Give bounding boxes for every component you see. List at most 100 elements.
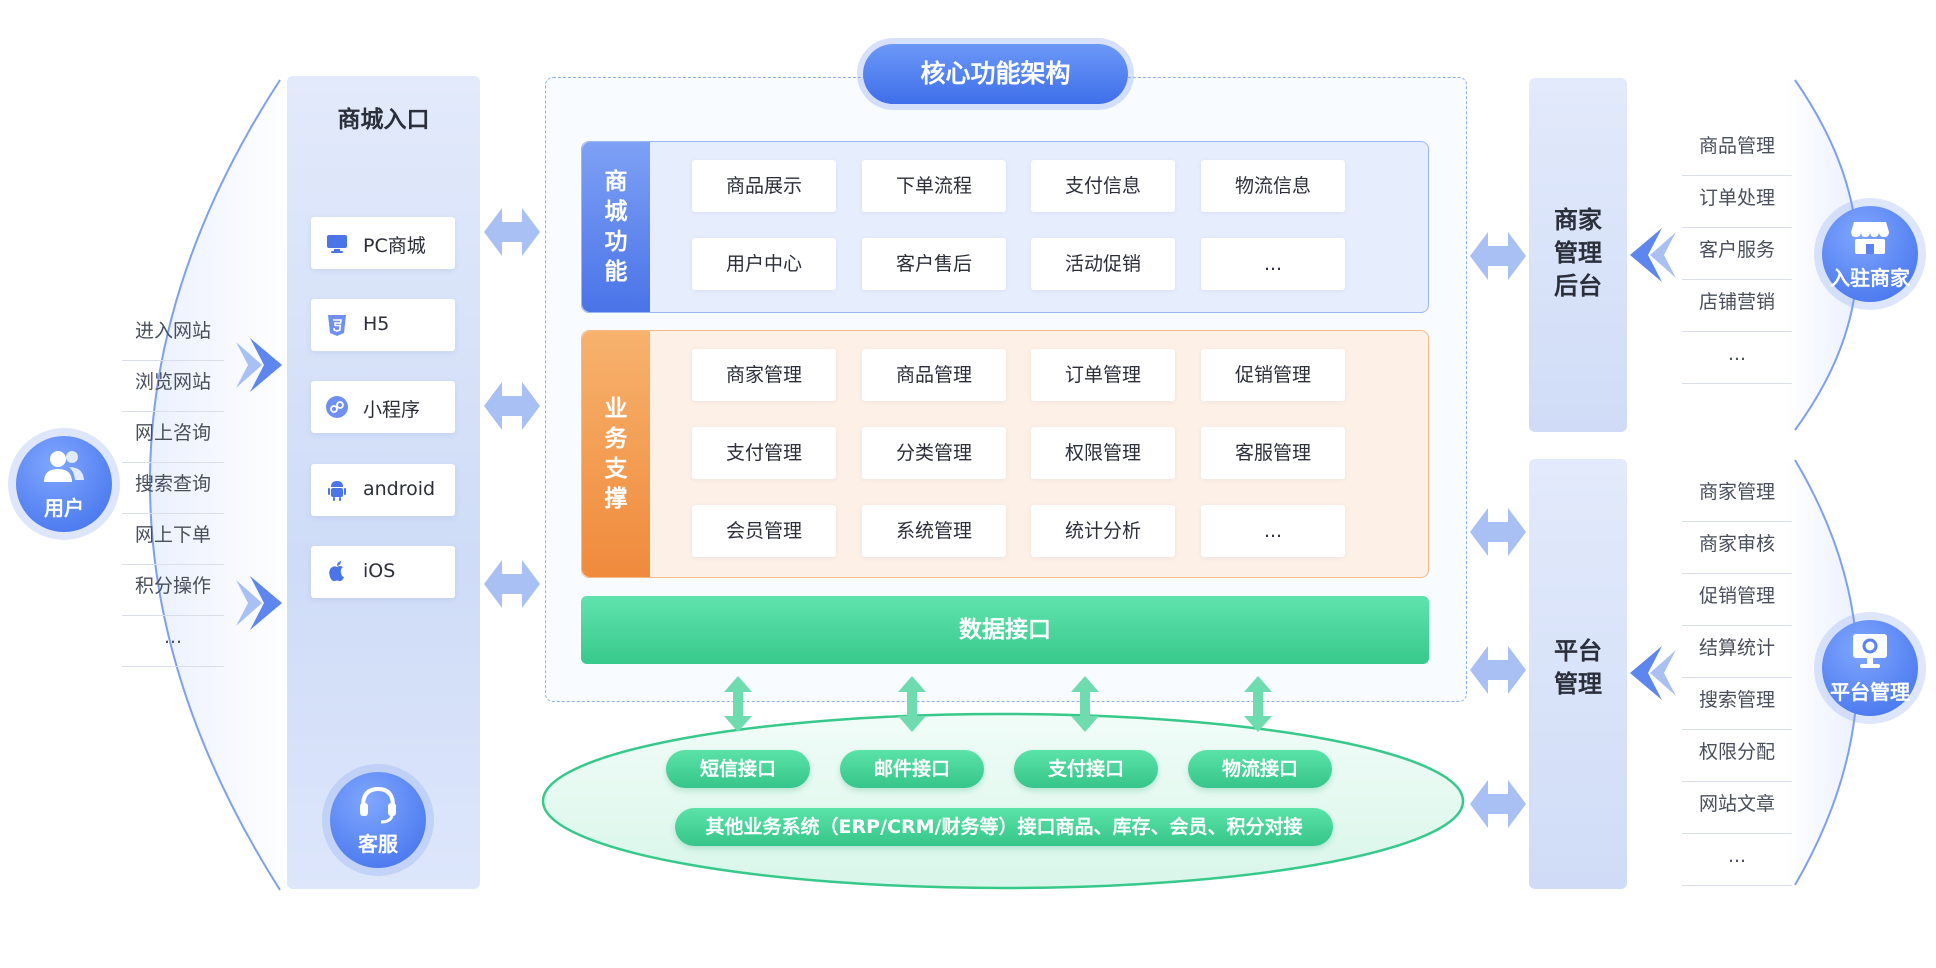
sms-interface: 短信接口	[666, 750, 810, 788]
list-item: 积分操作	[122, 565, 224, 616]
platform-role-label: 平台管理	[1830, 680, 1910, 704]
apple-icon	[329, 561, 344, 582]
double-arrow-icon	[484, 382, 540, 430]
logistics-interface: 物流接口	[1188, 750, 1332, 788]
list-item: ...	[122, 616, 224, 667]
list-item: ...	[1682, 834, 1792, 886]
mall-functions-label: 商城功能	[582, 142, 650, 312]
vertical-double-arrow-icon	[1071, 676, 1099, 732]
platform-admin-panel: 平台管理	[1529, 459, 1627, 889]
user-label: 用户	[44, 496, 84, 520]
channel-label: PC商城	[363, 235, 426, 257]
customer-service-badge[interactable]: 客服	[330, 772, 426, 868]
channel-label: H5	[363, 313, 390, 335]
payment-interface: 支付接口	[1014, 750, 1158, 788]
function-card: 支付管理	[692, 427, 836, 479]
function-card: 促销管理	[1201, 349, 1345, 401]
merchant-backend-title: 商家管理后台	[1554, 206, 1602, 300]
channel-pc[interactable]: PC商城	[311, 217, 455, 269]
function-card: 商家管理	[692, 349, 836, 401]
function-card: 支付信息	[1031, 160, 1175, 212]
double-arrow-icon	[1470, 780, 1526, 828]
platform-admin-list: 商家管理 商家审核 促销管理 结算统计 搜索管理 权限分配 网站文章 ...	[1682, 470, 1792, 886]
double-arrow-icon	[484, 560, 540, 608]
platform-admin-title: 平台管理	[1554, 637, 1602, 698]
channel-label: android	[363, 478, 436, 500]
list-item: 店铺营销	[1682, 280, 1792, 332]
function-card: 物流信息	[1201, 160, 1345, 212]
function-card: 商品展示	[692, 160, 836, 212]
function-card: 会员管理	[692, 505, 836, 557]
list-item: 浏览网站	[122, 361, 224, 412]
mini-program-icon	[326, 396, 348, 418]
function-card: ...	[1201, 238, 1345, 290]
vertical-double-arrow-icon	[898, 676, 926, 732]
android-icon	[328, 481, 346, 501]
double-arrow-icon	[1470, 646, 1526, 694]
other-systems-interface: 其他业务系统（ERP/CRM/财务等）接口商品、库存、会员、积分对接	[675, 808, 1333, 846]
function-card: 商品管理	[862, 349, 1006, 401]
list-item: 搜索管理	[1682, 678, 1792, 730]
list-item: 网上咨询	[122, 412, 224, 463]
double-arrow-icon	[1470, 232, 1526, 280]
function-card: 分类管理	[862, 427, 1006, 479]
user-action-list: 进入网站 浏览网站 网上咨询 搜索查询 网上下单 积分操作 ...	[122, 310, 224, 667]
list-item: 订单处理	[1682, 176, 1792, 228]
channel-mini-program[interactable]: 小程序	[311, 381, 455, 433]
customer-service-label: 客服	[358, 832, 398, 856]
list-item: ...	[1682, 332, 1792, 384]
channel-label: iOS	[363, 560, 396, 582]
vertical-double-arrow-icon	[724, 676, 752, 732]
function-card: 订单管理	[1031, 349, 1175, 401]
users-icon	[44, 451, 84, 482]
headset-icon	[360, 786, 396, 824]
function-card: 权限管理	[1031, 427, 1175, 479]
data-interface-bar: 数据接口	[581, 596, 1429, 664]
function-card: 下单流程	[862, 160, 1006, 212]
right-arrow-icon	[236, 576, 282, 630]
double-arrow-icon	[1470, 508, 1526, 556]
merchant-role-badge: 入驻商家	[1822, 206, 1918, 302]
merchant-backend-panel: 商家管理后台	[1529, 78, 1627, 432]
channel-android[interactable]: android	[311, 464, 455, 516]
admin-monitor-icon	[1853, 634, 1887, 668]
list-item: 搜索查询	[122, 463, 224, 514]
function-card: 用户中心	[692, 238, 836, 290]
list-item: 结算统计	[1682, 626, 1792, 678]
core-architecture-title: 核心功能架构	[863, 44, 1128, 104]
monitor-icon	[327, 235, 347, 253]
list-item: 促销管理	[1682, 574, 1792, 626]
function-card: 系统管理	[862, 505, 1006, 557]
list-item: 权限分配	[1682, 730, 1792, 782]
business-support-group: 业务支撑 商家管理 商品管理 订单管理 促销管理 支付管理 分类管理 权限管理 …	[581, 330, 1429, 578]
list-item: 商品管理	[1682, 124, 1792, 176]
left-arrow-icon	[1630, 228, 1676, 282]
list-item: 商家审核	[1682, 522, 1792, 574]
channel-h5[interactable]: H5	[311, 299, 455, 351]
list-item: 进入网站	[122, 310, 224, 361]
channel-ios[interactable]: iOS	[311, 546, 455, 598]
user-badge: 用户	[16, 436, 112, 532]
store-icon	[1851, 222, 1889, 254]
list-item: 网上下单	[122, 514, 224, 565]
email-interface: 邮件接口	[840, 750, 984, 788]
list-item: 网站文章	[1682, 782, 1792, 834]
vertical-double-arrow-icon	[1244, 676, 1272, 732]
interface-ellipse	[541, 712, 1465, 890]
mall-entry-title: 商城入口	[337, 107, 430, 133]
list-item: 客户服务	[1682, 228, 1792, 280]
platform-role-badge: 平台管理	[1822, 620, 1918, 716]
mall-entry-panel: 商城入口 PC商城 H5 小程序 android iOS	[287, 76, 480, 889]
function-card: 活动促销	[1031, 238, 1175, 290]
channel-label: 小程序	[363, 399, 421, 421]
right-arrow-icon	[236, 338, 282, 392]
merchant-backend-list: 商品管理 订单处理 客户服务 店铺营销 ...	[1682, 124, 1792, 384]
function-card: 客服管理	[1201, 427, 1345, 479]
list-item: 商家管理	[1682, 470, 1792, 522]
function-card: ...	[1201, 505, 1345, 557]
function-card: 统计分析	[1031, 505, 1175, 557]
mall-functions-group: 商城功能 商品展示 下单流程 支付信息 物流信息 用户中心 客户售后 活动促销 …	[581, 141, 1429, 313]
left-arrow-icon	[1630, 646, 1676, 700]
business-support-label: 业务支撑	[582, 331, 650, 577]
html5-icon	[328, 315, 346, 336]
